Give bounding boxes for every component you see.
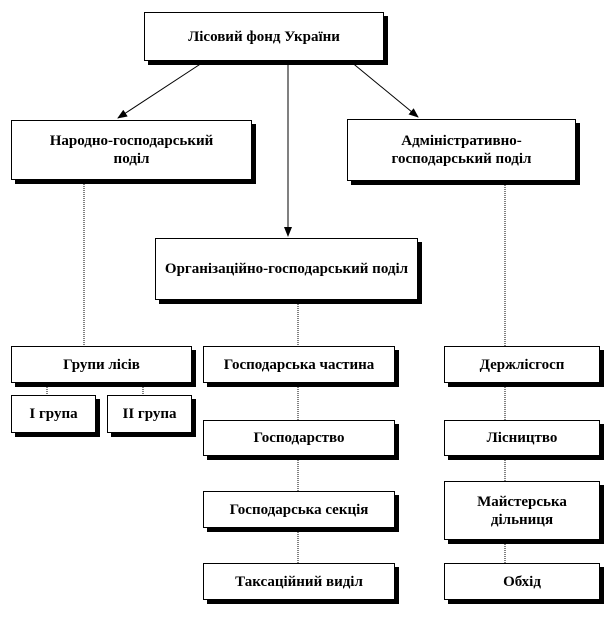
node-patrol: Обхід <box>444 563 600 600</box>
node-forestry: Лісництво <box>444 420 600 456</box>
arrow-root-to-administrative <box>349 60 419 118</box>
node-master-section: Майстерська дільниця <box>444 481 600 540</box>
node-economic-part-label: Господарська частина <box>223 356 375 373</box>
node-national-label: Народно-господарський поділ <box>49 133 214 167</box>
node-forest-groups-label: Групи лісів <box>63 356 140 373</box>
node-organizational-label: Організаційно-господарський поділ <box>164 261 409 277</box>
node-group-2-label: II група <box>122 406 177 422</box>
node-economic-part: Господарська частина <box>203 346 395 383</box>
node-economy-label: Господарство <box>253 430 345 446</box>
node-group-1: I група <box>11 395 96 433</box>
node-root-label: Лісовий фонд України <box>188 28 340 45</box>
node-group-1-label: I група <box>29 406 78 422</box>
node-taxation-unit-label: Таксаційний виділ <box>235 573 363 590</box>
node-economic-section: Господарська секція <box>203 491 395 528</box>
node-master-section-label: Майстерська дільниця <box>477 493 567 528</box>
node-group-2: II група <box>107 395 192 433</box>
node-state-forestry: Держлісгосп <box>444 346 600 383</box>
node-organizational-division: Організаційно-господарський поділ <box>155 238 418 300</box>
node-forestry-label: Лісництво <box>486 430 558 446</box>
node-patrol-label: Обхід <box>503 573 541 590</box>
node-state-forestry-label: Держлісгосп <box>479 356 565 373</box>
node-economic-section-label: Господарська секція <box>229 501 369 518</box>
node-root: Лісовий фонд України <box>144 12 384 61</box>
node-forest-groups: Групи лісів <box>11 346 192 383</box>
node-taxation-unit: Таксаційний виділ <box>203 563 395 600</box>
node-administrative-division: Адміністративно-господарський поділ <box>347 119 576 181</box>
arrow-root-to-national <box>117 60 206 119</box>
node-economy: Господарство <box>203 420 395 456</box>
node-national-division: Народно-господарський поділ <box>11 120 252 180</box>
node-administrative-label: Адміністративно-господарський поділ <box>391 133 532 167</box>
